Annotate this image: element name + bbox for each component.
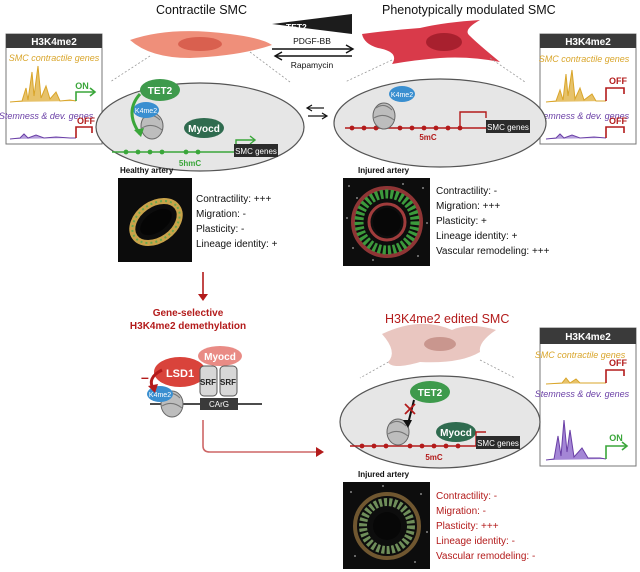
healthy-property: Contractility: +++ <box>196 194 272 205</box>
off-marker <box>75 126 93 138</box>
injured-property: Plasticity: + <box>436 216 487 227</box>
healthy-property: Lineage identity: + <box>196 239 278 250</box>
svg-text:SRF: SRF <box>220 378 236 387</box>
svg-text:Rapamycin: Rapamycin <box>291 60 334 70</box>
injured-property: Lineage identity: + <box>436 231 518 242</box>
svg-text:OFF: OFF <box>609 358 627 368</box>
svg-text:ON: ON <box>609 433 623 443</box>
svg-text:Stemness & dev. genes: Stemness & dev. genes <box>535 389 630 399</box>
tet2-bubble-left: TET2 <box>148 86 173 97</box>
injured-artery-title: Injured artery <box>358 166 410 175</box>
injured-artery-micrograph <box>343 178 430 266</box>
svg-text:SMC contractile genes: SMC contractile genes <box>539 54 630 64</box>
edited-property: Contractility: - <box>436 491 498 502</box>
healthy-property: Migration: - <box>196 209 247 220</box>
svg-text:K4me2: K4me2 <box>391 92 413 99</box>
healthy-artery-micrograph <box>118 178 192 262</box>
contractile-signal-track <box>9 65 77 103</box>
svg-text:CArG: CArG <box>209 400 229 409</box>
title-edited-smc: H3K4me2 edited SMC <box>385 312 510 326</box>
nucleus-transition-arrows <box>305 104 329 120</box>
svg-text:TET2: TET2 <box>418 388 443 399</box>
svg-text:OFF: OFF <box>609 76 627 86</box>
contractile-genes-label: SMC contractile genes <box>9 53 100 63</box>
modulated-smc-cell-shape <box>362 20 500 64</box>
injured-property: Contractility: - <box>436 186 498 197</box>
edited-injured-artery-image <box>343 482 430 569</box>
svg-text:Myocd: Myocd <box>188 124 220 135</box>
histone-panel-modulated: H3K4me2 SMC contractile genes OFF Stemne… <box>535 33 637 145</box>
stemness-genes-label: Stemness & dev. genes <box>0 111 94 121</box>
tet2-wedge <box>272 14 352 34</box>
healthy-artery-title: Healthy artery <box>120 166 174 175</box>
histone-panel-contractile: H3K4me2 SMC contractile genes ON Stemnes… <box>0 33 103 145</box>
on-label: ON <box>75 81 89 91</box>
healthy-artery-image <box>118 178 192 262</box>
lsd1-label: LSD1 <box>166 368 194 380</box>
svg-text:SMC contractile genes: SMC contractile genes <box>535 350 626 360</box>
edited-property: Plasticity: +++ <box>436 521 499 532</box>
treatment-arrows <box>198 272 324 457</box>
demethylation-schematic: LSD1 Myocd SRF SRF CArG K4me2 – Gene-sel… <box>130 308 262 418</box>
healthy-property: Plasticity: - <box>196 224 245 235</box>
svg-text:OFF: OFF <box>609 116 627 126</box>
svg-text:SRF: SRF <box>200 378 216 387</box>
injured-artery-image <box>343 178 430 266</box>
svg-text:TET2: TET2 <box>286 22 307 32</box>
injured-property: Vascular remodeling: +++ <box>436 246 550 257</box>
edited-injured-artery-properties: Contractility: - Migration: - Plasticity… <box>436 489 535 564</box>
svg-text:SMC genes: SMC genes <box>235 147 277 156</box>
edited-injured-artery-micrograph <box>343 482 430 569</box>
nucleus-edited: TET2 Myocd 5mC SMC genes <box>339 375 541 469</box>
svg-text:5mC: 5mC <box>425 453 443 462</box>
nucleus-modulated: K4me2 5mC SMC genes <box>333 78 547 168</box>
svg-text:SMC genes: SMC genes <box>487 123 529 132</box>
svg-text:Stemness & dev. genes: Stemness & dev. genes <box>535 111 630 121</box>
histone-panel-edited: H3K4me2 SMC contractile genes OFF Stemne… <box>535 327 637 467</box>
nucleus-contractile: TET2 K4me2 Myocd 5hmC SMC genes <box>95 79 305 172</box>
svg-text:H3K4me2: H3K4me2 <box>565 332 611 343</box>
svg-text:PDGF-BB: PDGF-BB <box>293 36 331 46</box>
demethylation-title-1: Gene-selective <box>153 308 224 319</box>
svg-text:K4me2: K4me2 <box>149 392 171 399</box>
edited-injured-artery-title: Injured artery <box>358 470 410 479</box>
zoom-guides <box>109 51 526 379</box>
edited-property: Migration: - <box>436 506 487 517</box>
off-label: OFF <box>77 116 95 126</box>
injured-property: Migration: +++ <box>436 201 501 212</box>
demethylation-title-2: H3K4me2 demethylation <box>130 321 246 332</box>
edited-property: Lineage identity: - <box>436 536 515 547</box>
panel-header: H3K4me2 <box>31 37 77 48</box>
injured-artery-properties: Contractility: - Migration: +++ Plastici… <box>436 184 550 259</box>
svg-text:Myocd: Myocd <box>440 428 472 439</box>
edited-property: Vascular remodeling: - <box>436 551 536 562</box>
svg-text:SMC genes: SMC genes <box>477 439 519 448</box>
healthy-artery-properties: Contractility: +++ Migration: - Plastici… <box>196 192 277 252</box>
svg-text:H3K4me2: H3K4me2 <box>565 37 611 48</box>
stemness-signal-track <box>9 133 76 140</box>
title-modulated-smc: Phenotypically modulated SMC <box>382 3 556 17</box>
title-contractile-smc: Contractile SMC <box>156 3 247 17</box>
svg-text:Myocd: Myocd <box>204 352 236 363</box>
svg-text:5hmC: 5hmC <box>179 159 201 168</box>
on-arrow <box>75 91 94 101</box>
svg-text:–: – <box>141 369 149 385</box>
contractile-smc-cell-shape <box>130 31 272 58</box>
svg-text:5mC: 5mC <box>419 133 437 142</box>
svg-text:K4me2: K4me2 <box>135 108 157 115</box>
edited-smc-cell-shape <box>382 323 496 366</box>
stimulus-indicators: TET2 PDGF-BB Rapamycin <box>272 14 355 70</box>
